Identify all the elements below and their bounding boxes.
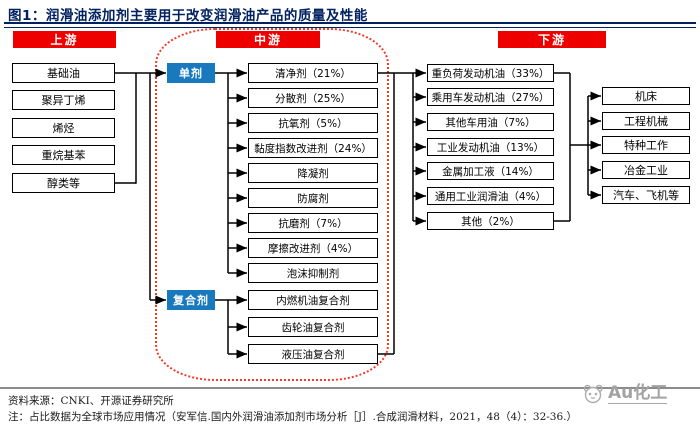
node-other-vehicle-oil: 其他车用油（7%） [427,113,554,131]
node-detergent: 清净剂（21%） [248,63,378,83]
node-anticorrosive: 防腐剂 [248,188,378,208]
node-antiwear: 抗磨剂（7%） [248,213,378,233]
node-viscosity-improver: 黏度指数改进剂（24%） [248,138,378,158]
node-hydraulic-oil-package: 液压油复合剂 [248,344,378,364]
node-heavy-duty-engine-oil: 重负荷发动机油（33%） [427,64,554,82]
node-construction-machinery: 工程机械 [602,112,690,130]
node-industrial-engine-oil: 工业发动机油（13%） [427,138,554,156]
header-midstream: 中游 [216,31,320,48]
node-alcohols: 醇类等 [12,173,115,193]
watermark: Au化工 [582,383,668,404]
node-engine-oil-package: 内燃机油复合剂 [248,290,378,310]
node-polyisobutylene: 聚异丁烯 [12,90,115,110]
source-note: 资料来源：CNKI、开源证券研究所 [8,395,174,407]
node-pour-point-depressant: 降凝剂 [248,163,378,183]
figure-title: 图1：润滑油添加剂主要用于改变润滑油产品的质量及性能 [8,8,368,24]
node-base-oil: 基础油 [12,63,115,83]
footer-divider [0,387,700,389]
node-special-work: 特种工作 [602,136,690,154]
footnote: 注：占比数据为全球市场应用情况（安军信.国内外润滑油添加剂市场分析［J］.合成润… [8,411,578,423]
title-divider-thick [4,22,696,25]
node-machine-tools: 机床 [602,87,690,105]
header-downstream: 下游 [498,31,606,48]
watermark-text: Au化工 [608,383,668,404]
node-alkylbenzene: 重烷基苯 [12,145,115,165]
node-gear-oil-package: 齿轮油复合剂 [248,317,378,337]
node-passenger-engine-oil: 乘用车发动机油（27%） [427,88,554,106]
node-metallurgy-industry: 冶金工业 [602,161,690,179]
header-upstream: 上游 [13,31,116,48]
node-autos-aircraft: 汽车、飞机等 [602,186,690,204]
title-divider-thin [4,26,696,28]
midstream-dashed-outline [155,28,389,381]
node-olefins: 烯烃 [12,118,115,138]
node-other: 其他（2%） [427,212,554,230]
node-friction-modifier: 摩擦改进剂（4%） [248,238,378,258]
panda-logo-icon [583,384,603,404]
node-antioxidant: 抗氧剂（5%） [248,113,378,133]
node-foam-inhibitor: 泡沫抑制剂 [248,263,378,283]
node-compound-agent: 复合剂 [167,290,215,310]
node-general-industrial-lube: 通用工业润滑油（4%） [427,187,554,205]
node-dispersant: 分散剂（25%） [248,88,378,108]
node-single-agent: 单剂 [167,63,215,83]
node-metalworking-fluid: 金属加工液（14%） [427,162,554,180]
